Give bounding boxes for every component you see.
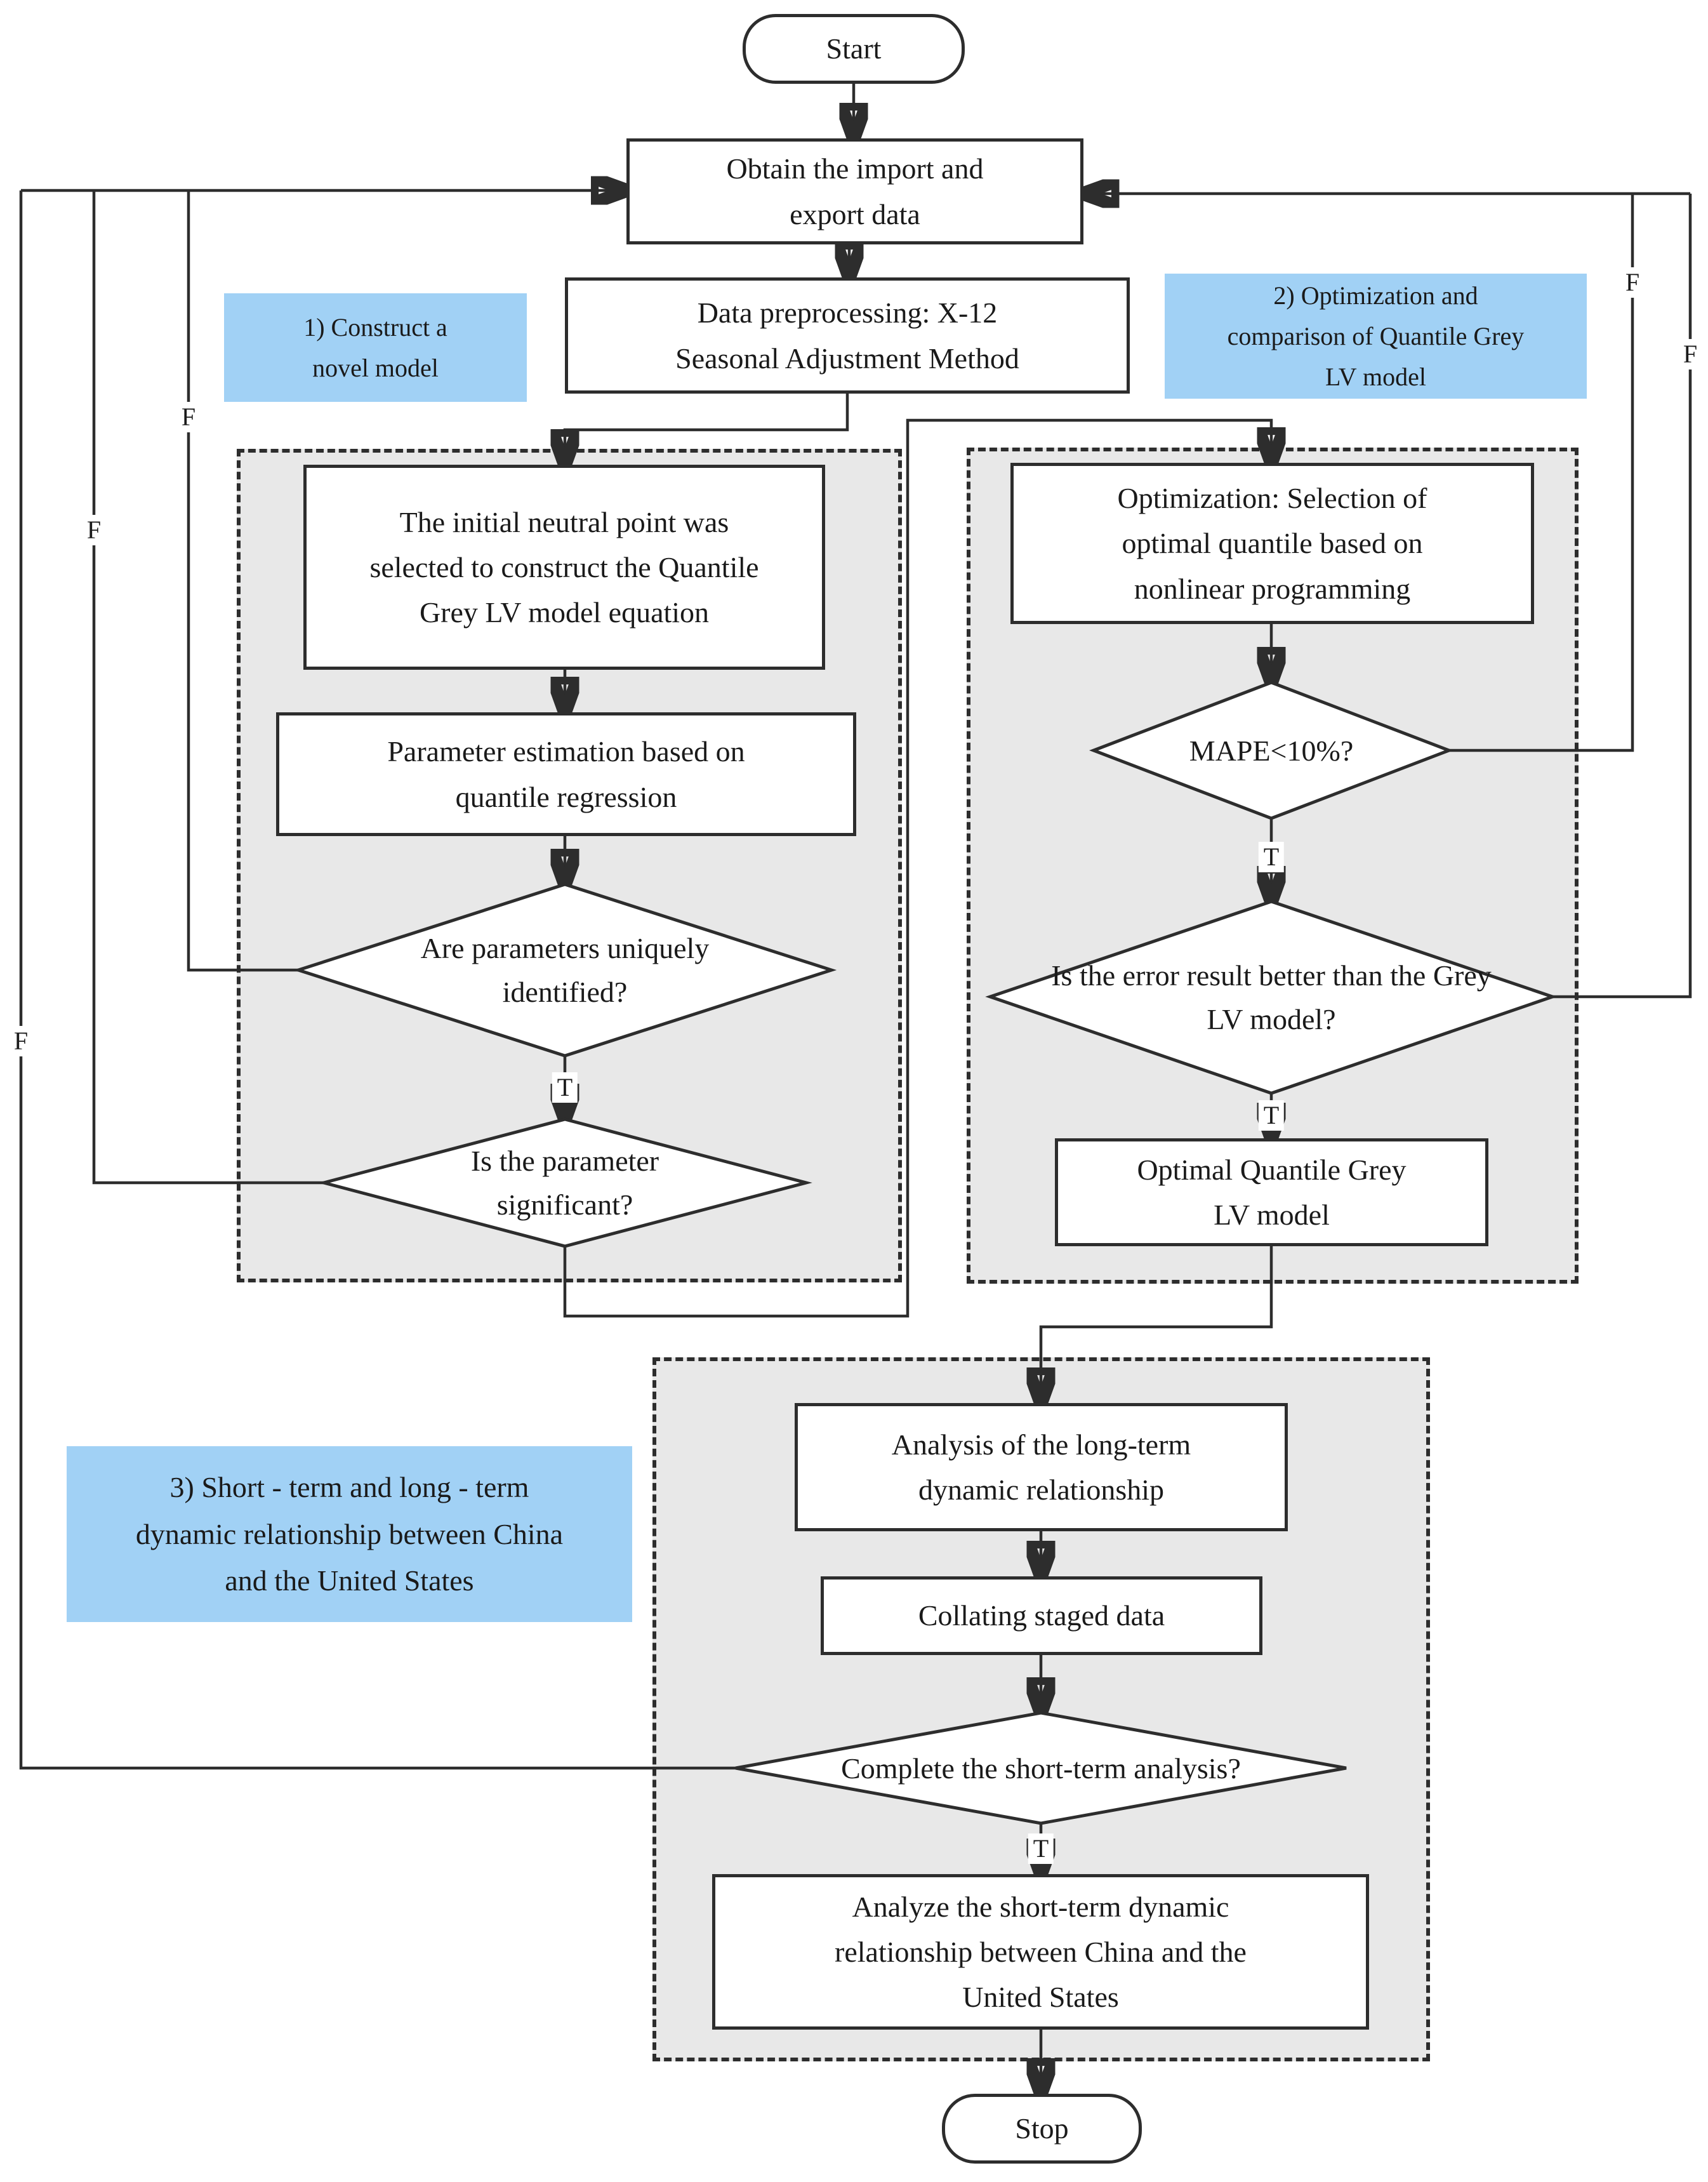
collating-node: Collating staged data: [821, 1576, 1262, 1655]
stop-node: Stop: [942, 2094, 1142, 2164]
section-1-text: 1) Construct a novel model: [303, 312, 447, 382]
optimization-node: Optimization: Selection of optimal quant…: [1010, 463, 1534, 624]
section-3-text: 3) Short - term and long - term dynamic …: [135, 1471, 564, 1597]
edge-complete-false: [19, 190, 736, 1770]
diamond-complete-shape: [735, 1711, 1347, 1825]
decision-diamonds: [293, 681, 1558, 1825]
edge-label-f-error: F: [1678, 339, 1703, 369]
edge-error-false: [1552, 194, 1692, 999]
section-2-text: 2) Optimization and comparison of Quanti…: [1227, 281, 1525, 391]
analysis-long-label: Analysis of the long-term dynamic relati…: [891, 1428, 1191, 1506]
stop-label: Stop: [1015, 2112, 1069, 2145]
edge-preprocess-initial: [565, 394, 849, 465]
initial-point-node: The initial neutral point was selected t…: [303, 465, 825, 670]
section-3-label: 3) Short - term and long - term dynamic …: [67, 1446, 632, 1622]
optimal-model-label: Optimal Quantile Grey LV model: [1137, 1153, 1407, 1231]
edge-label-t-error: T: [1258, 1100, 1285, 1131]
edge-optimal-analysis: [1041, 1246, 1273, 1403]
edge-mape-false: [1449, 194, 1634, 752]
edge-label-f-significant: F: [81, 515, 107, 545]
start-label: Start: [826, 32, 882, 65]
section-2-label: 2) Optimization and comparison of Quanti…: [1165, 274, 1587, 399]
preprocess-node: Data preprocessing: X-12 Seasonal Adjust…: [565, 277, 1130, 394]
start-node: Start: [743, 14, 965, 84]
analyze-short-node: Analyze the short-term dynamic relations…: [712, 1874, 1369, 2030]
section-1-label: 1) Construct a novel model: [224, 293, 527, 402]
edge-label-f-unique: F: [176, 402, 201, 432]
diamond-mape-shape: [1089, 681, 1454, 820]
diamond-error-shape: [985, 900, 1558, 1095]
preprocess-label: Data preprocessing: X-12 Seasonal Adjust…: [675, 296, 1019, 375]
edge-label-t-complete: T: [1028, 1833, 1054, 1864]
collating-label: Collating staged data: [918, 1599, 1165, 1632]
edge-significant-true-optimization: [563, 418, 1271, 1318]
edge-label-t-mape: T: [1258, 842, 1285, 872]
analysis-long-node: Analysis of the long-term dynamic relati…: [795, 1403, 1288, 1531]
edges: [19, 84, 1692, 2094]
param-estimation-node: Parameter estimation based on quantile r…: [276, 712, 856, 836]
diamond-significant-shape: [317, 1117, 812, 1248]
optimization-label: Optimization: Selection of optimal quant…: [1117, 482, 1427, 605]
edge-label-f-complete: F: [8, 1026, 34, 1056]
param-estimation-label: Parameter estimation based on quantile r…: [387, 735, 745, 813]
optimal-model-node: Optimal Quantile Grey LV model: [1055, 1138, 1488, 1246]
edge-label-f-mape: F: [1620, 267, 1645, 298]
obtain-data-label: Obtain the import and export data: [726, 152, 984, 230]
initial-point-label: The initial neutral point was selected t…: [369, 505, 759, 629]
diamond-unique-shape: [293, 882, 837, 1058]
obtain-data-node: Obtain the import and export data: [626, 138, 1083, 244]
edge-unique-false: [187, 190, 298, 972]
edge-label-t-unique: T: [552, 1072, 578, 1103]
analyze-short-label: Analyze the short-term dynamic relations…: [835, 1890, 1247, 2014]
